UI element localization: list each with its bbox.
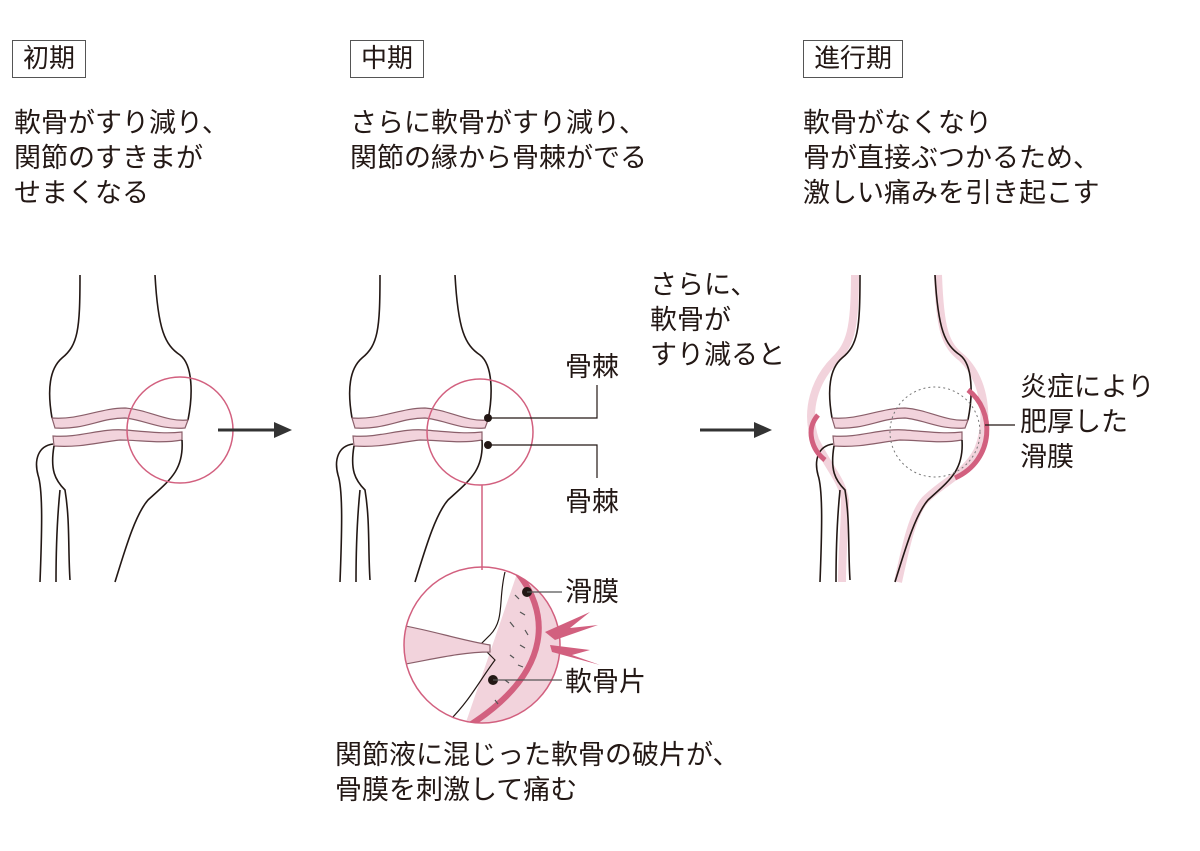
pain-lightning-icon	[545, 612, 600, 665]
stage-description-early: 軟骨がすり減り、 関節のすきまが せまくなる	[14, 108, 229, 209]
label-cartilage-fragment: 軟骨片	[565, 667, 646, 698]
caption: 関節液に混じった軟骨の破片が、 骨膜を刺激して痛む	[335, 740, 740, 806]
stage-description-advanced: 軟骨がなくなり 骨が直接ぶつかるため、 激しい痛みを引き起こす	[803, 108, 1100, 209]
knee-middle-stage	[335, 274, 598, 583]
zoom-circle	[126, 376, 234, 484]
label-synovium: 滑膜	[565, 577, 619, 608]
label-thickened-synovium: 炎症により 肥厚した 滑膜	[1020, 372, 1155, 473]
knee-advanced-stage	[807, 274, 1015, 583]
stage-title-advanced: 進行期	[803, 40, 904, 78]
label-osteophyte-upper: 骨棘	[565, 352, 619, 383]
zoom-circle	[426, 378, 534, 486]
label-osteophyte-lower: 骨棘	[565, 487, 619, 518]
stage-title-middle: 中期	[350, 40, 425, 78]
arrow-icon	[218, 422, 292, 438]
magnified-joint	[403, 566, 600, 724]
transition-note: さらに、 軟骨が すり減ると	[650, 270, 785, 371]
knee-early-stage	[35, 274, 234, 583]
stage-title-early: 初期	[12, 40, 87, 78]
arrow-icon	[700, 422, 772, 438]
stage-description-middle: さらに軟骨がすり減り、 関節の縁から骨棘がでる	[350, 108, 647, 174]
